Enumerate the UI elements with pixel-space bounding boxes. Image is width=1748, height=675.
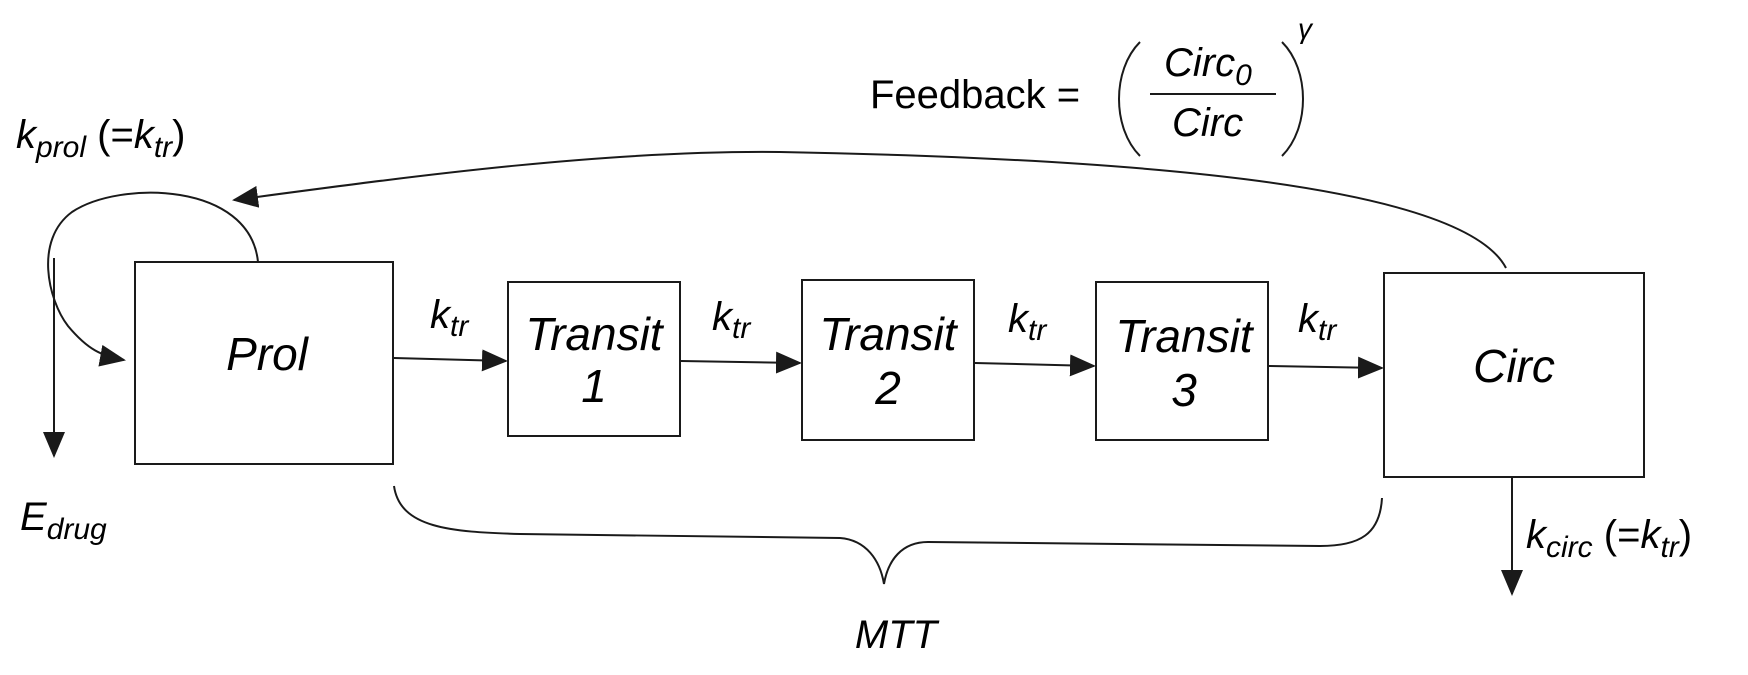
circ-box bbox=[1383, 272, 1645, 478]
transit1-label: Transit bbox=[525, 308, 664, 360]
transit1-number: 1 bbox=[581, 360, 607, 412]
mtt-label: MTT bbox=[855, 613, 940, 657]
ktr-label-4: ktr bbox=[1298, 297, 1337, 347]
transit3-label: Transit bbox=[1115, 310, 1254, 362]
mtt-brace bbox=[393, 485, 1383, 585]
feedback-left-paren bbox=[1118, 41, 1141, 157]
prol-label: Prol bbox=[226, 328, 310, 380]
transit3-box bbox=[1095, 281, 1269, 441]
arrow-transit3-to-circ bbox=[1268, 356, 1384, 379]
arrow-prol-to-transit1 bbox=[393, 349, 508, 372]
feedback-exponent: γ bbox=[1298, 13, 1314, 44]
feedback-arrow bbox=[232, 150, 1507, 269]
kcirc-label: kcirc (=ktr) bbox=[1526, 513, 1692, 564]
feedback-right-paren bbox=[1281, 41, 1304, 157]
ktr-label-1: ktr bbox=[430, 293, 469, 343]
transit3-number: 3 bbox=[1171, 364, 1197, 416]
edrug-label: Edrug bbox=[20, 495, 107, 546]
transit2-number: 2 bbox=[874, 362, 901, 414]
transit2-box bbox=[801, 279, 975, 441]
circ-label: Circ bbox=[1473, 340, 1555, 392]
feedback-numerator: Circ0 bbox=[1164, 41, 1252, 92]
feedback-denominator: Circ bbox=[1172, 101, 1243, 145]
ktr-label-3: ktr bbox=[1008, 297, 1047, 347]
prol-box bbox=[134, 261, 394, 465]
kprol-label: kprol (=ktr) bbox=[16, 113, 185, 164]
arrow-transit1-to-transit2 bbox=[680, 351, 802, 374]
transit2-label: Transit bbox=[819, 308, 958, 360]
feedback-label: Feedback = bbox=[870, 73, 1080, 117]
arrow-transit2-to-transit3 bbox=[974, 354, 1096, 377]
kprol-loop-arrow bbox=[47, 191, 259, 367]
ktr-label-2: ktr bbox=[712, 295, 751, 345]
transit1-box bbox=[507, 281, 681, 437]
